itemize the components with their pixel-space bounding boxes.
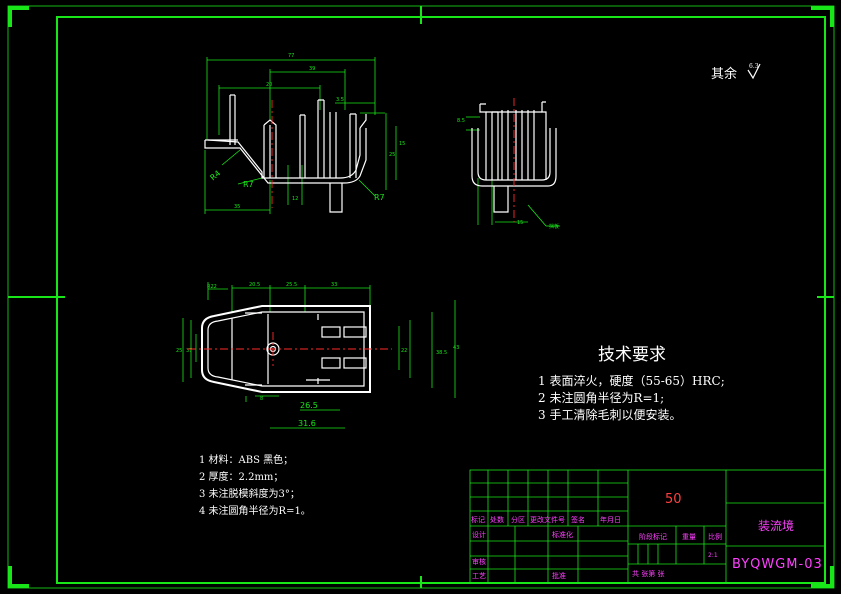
cell-nianyueri: 年月日	[600, 515, 621, 524]
tech-requirement-3: 3 手工清除毛刺以便安装。	[538, 407, 681, 422]
cell-fenqu: 分区	[511, 515, 525, 524]
inner-frame	[56, 16, 826, 584]
dim-8-5: 8.5	[457, 118, 465, 124]
scale-value: 2:1	[708, 552, 718, 559]
cell-zhongliang: 重量	[682, 533, 696, 541]
svg-text:22: 22	[401, 348, 407, 354]
svg-text:R22: R22	[207, 284, 217, 290]
cell-sheji: 设计	[472, 530, 486, 539]
svg-text:25.5: 25.5	[286, 282, 297, 288]
svg-text:43: 43	[453, 345, 459, 351]
note-2: 2 厚度：2.2mm；	[199, 470, 283, 483]
dim-r2: 挡板	[549, 223, 559, 230]
note-3: 3 未注脱模斜度为3°；	[199, 487, 300, 500]
cell-pizhun: 批准	[552, 571, 566, 580]
cell-gongyi: 工艺	[472, 572, 486, 580]
svg-text:3.5: 3.5	[336, 97, 344, 103]
svg-text:12: 12	[292, 196, 298, 202]
svg-text:8: 8	[260, 396, 263, 402]
tech-requirement-1: 1 表面淬火，硬度（55-65）HRC;	[538, 373, 725, 388]
cell-shenhe: 审核	[472, 557, 486, 566]
part-number: 50	[665, 492, 682, 507]
dim-15: 15	[517, 220, 523, 226]
dim-26-5: 26.5	[300, 401, 318, 410]
drawing-code: BYQWGM-03	[732, 557, 823, 572]
dim-r4: R4	[208, 169, 222, 183]
cell-gengai: 更改文件号	[530, 515, 565, 524]
top-view: 20.5 25.5 33 R22 25 37 22 38.5 43 8 26.5…	[176, 282, 459, 429]
title-block: 50 装流境 BYQWGM-03 2:1 标记 处数 分区 更改文件号 签名 年…	[469, 469, 826, 584]
centering-marks	[8, 6, 834, 588]
cell-jieduan: 阶段标记	[639, 532, 667, 541]
svg-text:77: 77	[288, 53, 294, 59]
dim-r7-b: R7	[374, 193, 385, 202]
cell-bili: 比例	[708, 532, 722, 541]
cell-biaoji: 标记	[471, 515, 485, 524]
dim-31-6: 31.6	[298, 419, 316, 428]
outer-frame	[7, 5, 835, 589]
tech-requirement-2: 2 未注圆角半径为R=1;	[538, 390, 664, 405]
side-section-view: 8.5 15 挡板	[457, 98, 560, 230]
svg-text:38.5: 38.5	[436, 350, 447, 356]
front-section-view: 77 39 20 3.5 25 15 12 R4 R7 R7 35	[204, 53, 405, 214]
svg-text:20.5: 20.5	[249, 282, 260, 288]
cell-qianming: 签名	[571, 515, 585, 524]
roughness-value: 6.3	[749, 63, 759, 70]
note-4: 4 未注圆角半径为R=1。	[199, 504, 311, 517]
note-1: 1 材料：ABS 黑色；	[199, 453, 293, 466]
svg-text:15: 15	[399, 141, 405, 147]
svg-text:25: 25	[389, 152, 395, 158]
svg-text:20: 20	[266, 82, 272, 88]
svg-text:25: 25	[176, 348, 182, 354]
dim-35: 35	[234, 204, 240, 210]
roughness-label: 其余	[711, 66, 737, 82]
svg-text:39: 39	[309, 66, 315, 72]
tech-requirements-title: 技术要求	[598, 345, 666, 365]
corner-marks	[8, 6, 834, 588]
svg-text:33: 33	[331, 282, 337, 288]
cell-chushu: 处数	[490, 515, 504, 524]
cell-biaozhunhua: 标准化	[552, 530, 573, 539]
svg-text:37: 37	[186, 348, 192, 354]
cell-sheet: 共 张第 张	[632, 569, 664, 578]
roughness-symbol	[747, 63, 761, 80]
dim-r7-a: R7	[243, 180, 254, 189]
part-name: 装流境	[758, 518, 794, 533]
